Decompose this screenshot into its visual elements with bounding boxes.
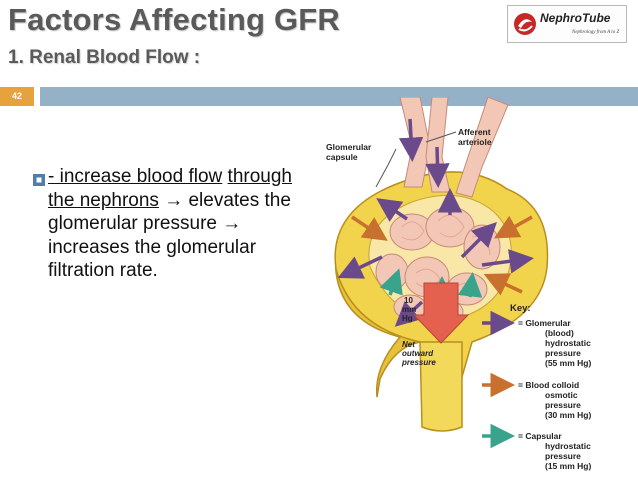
logo-mark-icon: [514, 13, 536, 35]
logo-tagline: Nephrology from A to Z: [572, 30, 620, 35]
bullet-rest: → elevates the glomerular pressure → inc…: [48, 189, 291, 282]
svg-text:= Glomerular (blood): = Glomerular (blood) hydrostatic pressur…: [518, 318, 593, 368]
key-item-colloid: = Blood colloid osmotic pressure (30 mm …: [482, 372, 591, 420]
diagram-key: Key: = Glomerular (blood) hydrostatic pr…: [482, 303, 593, 471]
slide-title: Factors Affecting GFR: [8, 2, 341, 37]
svg-text:= Blood colloid osmo: = Blood colloid osmotic pressure (30 mm …: [518, 380, 591, 420]
slide-subtitle: 1. Renal Blood Flow :: [8, 47, 201, 68]
bullet-square-icon: [33, 174, 45, 186]
bullet-underlined-1: - increase blood flow: [48, 166, 223, 187]
key-item-glomerular: = Glomerular (blood) hydrostatic pressur…: [482, 310, 593, 368]
capsule-label-pointer: [375, 131, 457, 188]
bullet-underlined-2: through the nephrons: [48, 166, 292, 211]
slide-number: 42: [0, 87, 34, 106]
colloid-arrows: [351, 215, 533, 296]
net-pressure-arrow: [412, 282, 470, 344]
key-title: Key:: [510, 303, 531, 314]
key-item-capsular: = Capsular hydrostatic pressure (15 mm H…: [482, 423, 593, 471]
glomerular-capillaries: [375, 97, 509, 325]
nephrotube-logo: NephroTube Nephrology from A to Z: [507, 5, 627, 43]
svg-text:= Capsular hydrostat: = Capsular hydrostatic pressure (15 mm H…: [518, 431, 593, 471]
hydrostatic-arrows: [337, 118, 534, 327]
bullet-text: - increase blood flow through the nephro…: [48, 165, 298, 283]
logo-name: NephroTube: [540, 11, 611, 25]
